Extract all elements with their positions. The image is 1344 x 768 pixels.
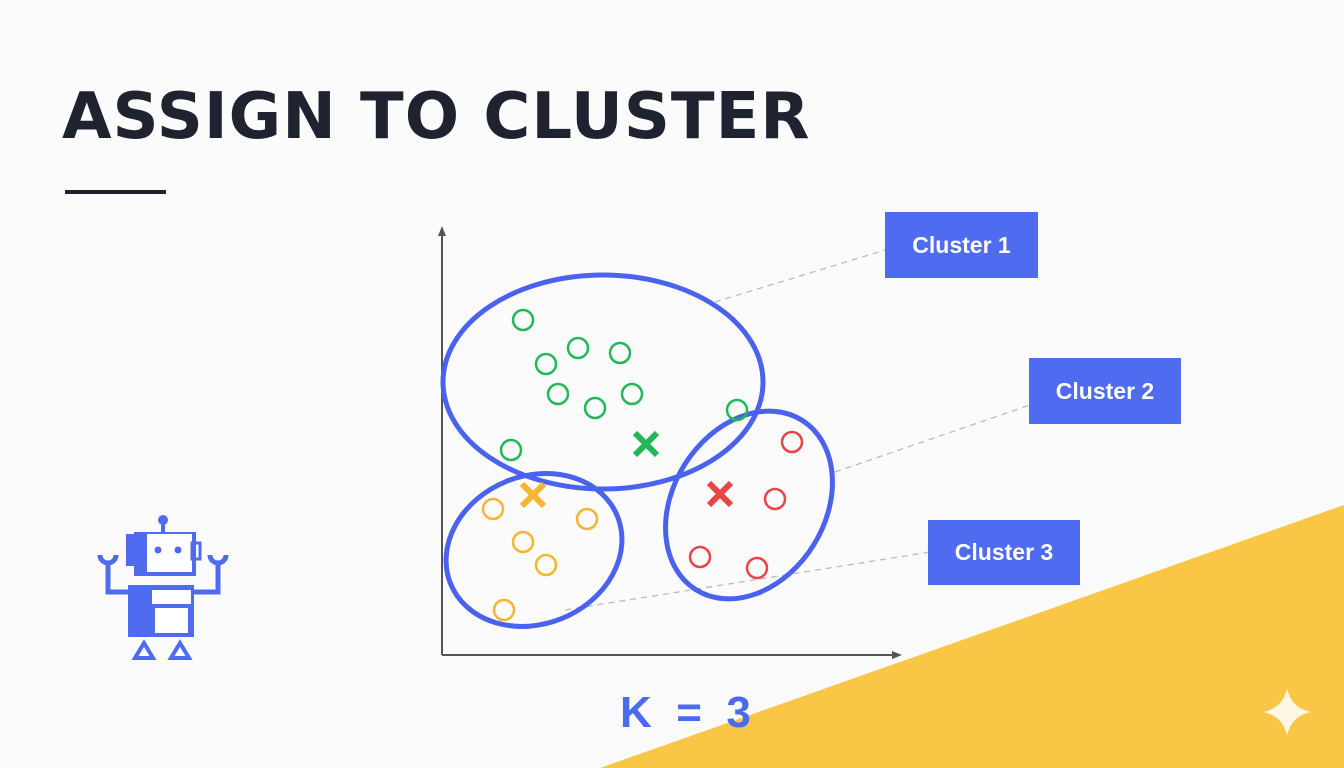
- red-data-point: [688, 545, 712, 569]
- k-value-label: K = 3: [620, 688, 751, 737]
- green-data-point: [546, 382, 570, 406]
- cluster-3-boundary: [443, 471, 625, 629]
- green-data-point: [725, 398, 749, 422]
- green-data-point: [511, 308, 535, 332]
- orange-centroid-icon: [519, 481, 547, 509]
- sparkle-icon: [1263, 688, 1311, 736]
- orange-data-point: [481, 497, 505, 521]
- axes: [438, 226, 902, 659]
- red-data-point: [780, 430, 804, 454]
- yellow-corner-shape: [600, 505, 1344, 768]
- cluster-3-label: Cluster 3: [928, 520, 1080, 585]
- cluster-1-boundary: [440, 272, 766, 492]
- leader-lines: [564, 249, 1031, 611]
- cluster-2-label: Cluster 2: [1029, 358, 1181, 424]
- green-centroid-icon: [632, 430, 660, 458]
- orange-data-point: [575, 507, 599, 531]
- green-data-point: [499, 438, 523, 462]
- green-data-point: [583, 396, 607, 420]
- green-data-point: [620, 382, 644, 406]
- green-data-point: [566, 336, 590, 360]
- orange-data-point: [511, 530, 535, 554]
- page-title: ASSIGN TO CLUSTER: [62, 80, 811, 154]
- green-data-point: [608, 341, 632, 365]
- orange-data-point: [534, 553, 558, 577]
- green-data-point: [534, 352, 558, 376]
- red-data-point: [763, 487, 787, 511]
- orange-data-point: [492, 598, 516, 622]
- red-centroid-icon: [706, 480, 734, 508]
- cluster-2-boundary: [663, 408, 835, 602]
- red-data-point: [745, 556, 769, 580]
- robot-icon: [97, 515, 229, 660]
- title-underline: [65, 190, 166, 194]
- cluster-1-label: Cluster 1: [885, 212, 1038, 278]
